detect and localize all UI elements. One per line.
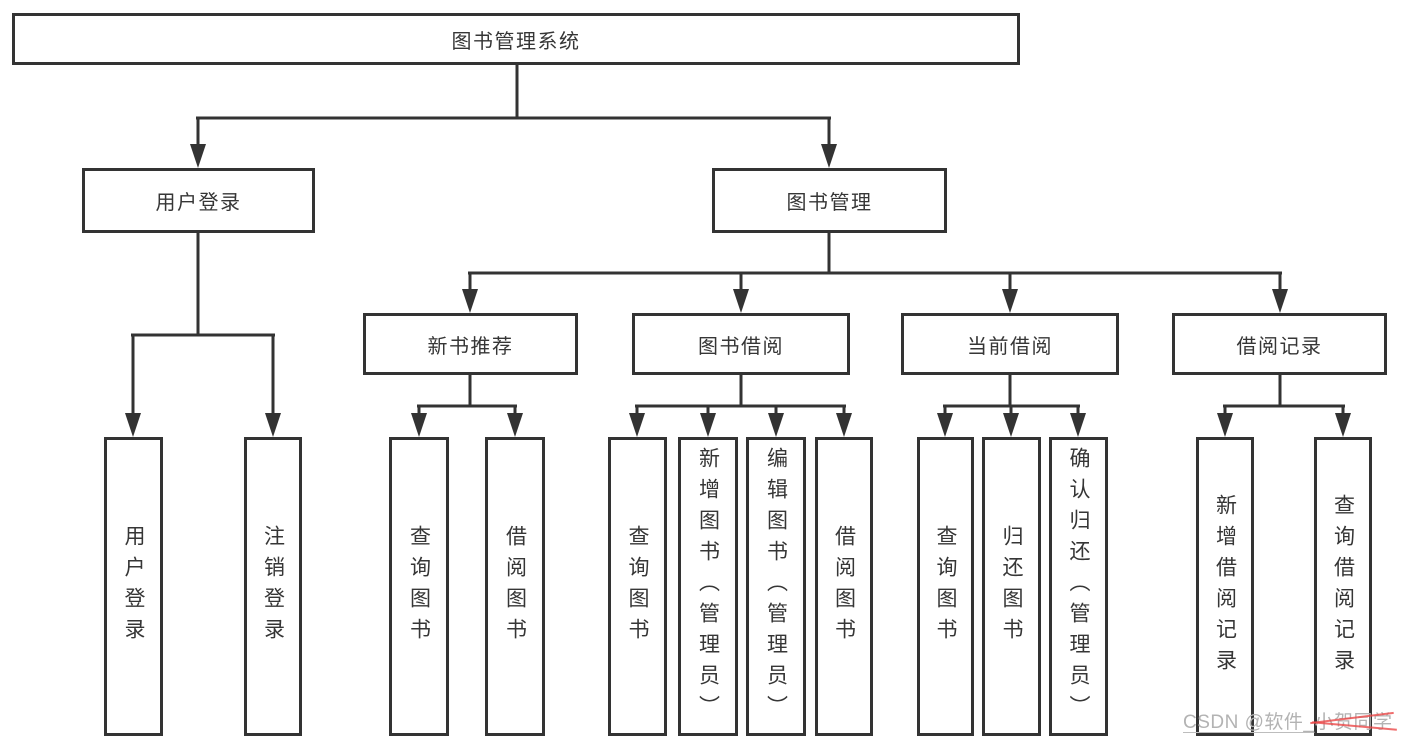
node-book-borrow: 图书借阅: [632, 313, 850, 375]
node-borrow-records: 借阅记录: [1172, 313, 1387, 375]
leaf-logout: 注销登录: [244, 437, 302, 736]
leaf-cb-return-books: 归还图书: [982, 437, 1041, 736]
leaf-nb-borrow-books-label: 借阅图书: [503, 524, 527, 649]
leaf-br-add-record-label: 新增借阅记录: [1213, 493, 1237, 680]
leaf-nb-borrow-books: 借阅图书: [485, 437, 545, 736]
leaf-bb-query-books: 查询图书: [608, 437, 667, 736]
leaf-br-add-record: 新增借阅记录: [1196, 437, 1254, 736]
leaf-bb-edit-books-admin-label: 编辑图书（管理员）: [764, 447, 788, 726]
leaf-cb-query-books-label: 查询图书: [934, 524, 957, 649]
arrowheads: [125, 144, 1351, 437]
leaf-logout-label: 注销登录: [261, 524, 285, 649]
node-user-login: 用户登录: [82, 168, 315, 233]
leaf-user-login-label: 用户登录: [122, 524, 145, 649]
leaf-cb-query-books: 查询图书: [917, 437, 974, 736]
csdn-watermark-username: 小贺同学: [1314, 707, 1392, 734]
node-new-book-recommend: 新书推荐: [363, 313, 578, 375]
csdn-watermark: CSDN @软件_小贺同学: [1183, 707, 1393, 734]
csdn-watermark-prefix: CSDN @软件_: [1183, 712, 1315, 733]
leaf-bb-query-books-label: 查询图书: [626, 524, 649, 649]
leaf-cb-confirm-return-admin: 确认归还（管理员）: [1049, 437, 1108, 736]
leaf-bb-add-books-admin-label: 新增图书（管理员）: [696, 447, 720, 726]
leaf-nb-query-books-label: 查询图书: [407, 524, 431, 649]
leaf-bb-borrow-books: 借阅图书: [815, 437, 873, 736]
leaf-bb-add-books-admin: 新增图书（管理员）: [678, 437, 738, 736]
leaf-bb-borrow-books-label: 借阅图书: [832, 524, 856, 649]
leaf-user-login: 用户登录: [104, 437, 163, 736]
leaf-br-query-record: 查询借阅记录: [1314, 437, 1372, 736]
leaf-cb-return-books-label: 归还图书: [1000, 524, 1023, 649]
node-root: 图书管理系统: [12, 13, 1020, 65]
leaf-bb-edit-books-admin: 编辑图书（管理员）: [746, 437, 806, 736]
node-book-management: 图书管理: [712, 168, 947, 233]
leaf-br-query-record-label: 查询借阅记录: [1331, 493, 1355, 680]
leaf-nb-query-books: 查询图书: [389, 437, 449, 736]
leaf-cb-confirm-return-admin-label: 确认归还（管理员）: [1067, 447, 1090, 726]
node-current-borrow: 当前借阅: [901, 313, 1119, 375]
